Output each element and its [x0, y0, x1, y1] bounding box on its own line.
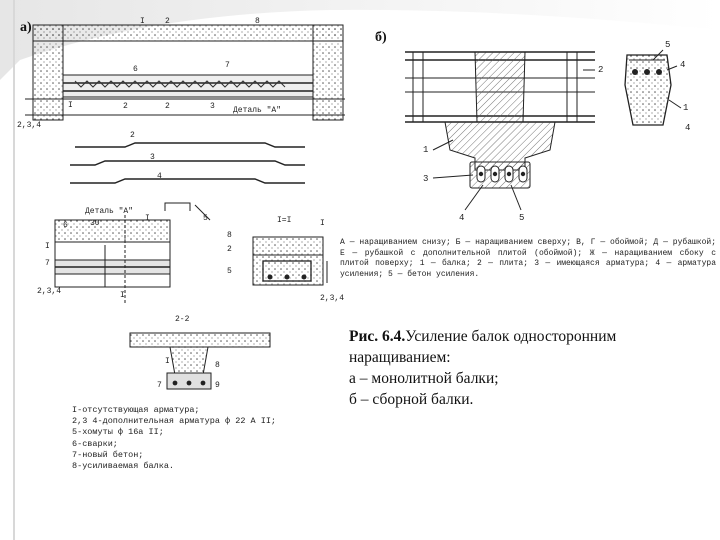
detail-a [54, 215, 171, 305]
beam-cross-section [624, 54, 672, 126]
section-label-i: I [320, 219, 325, 228]
rebar-label-2: 2 [130, 131, 135, 140]
elev-detail-ref: Деталь "А" [233, 106, 281, 115]
callout-1-right: 1 [683, 103, 688, 113]
elev-label-6: 6 [133, 65, 138, 74]
section2-label-i: I [165, 357, 170, 366]
callout-3: 3 [423, 174, 428, 184]
caption-line-1: Рис. 6.4.Усиление балок односторонним [349, 326, 709, 347]
caption-line-4: б – сборной балки. [349, 391, 474, 408]
section-2-2 [129, 332, 271, 390]
elev-label-7: 7 [225, 61, 230, 70]
callout-leaders [432, 49, 682, 211]
figure-caption: Рис. 6.4.Усиление балок односторонним на… [349, 326, 709, 410]
panel-a-drawing: I 2 8 6 7 I 2 2 3 Деталь "А" 2,3,4 2 3 4… [17, 17, 345, 390]
rebar-bars [70, 142, 305, 184]
legend-item: 5-хомуты ф 16а II; [72, 427, 164, 438]
caption-figure-number: Рис. 6.4. [349, 328, 406, 345]
section-2-2-title: 2-2 [175, 315, 190, 324]
stirrup-sketch [164, 202, 191, 211]
precast-beam-section [444, 51, 556, 189]
callout-4-bottom: 4 [459, 213, 464, 223]
rebar-label-4: 4 [157, 172, 162, 181]
panel-a-label: а) [20, 20, 32, 35]
section2-label-9: 9 [215, 381, 220, 390]
legend-item: 2,3 4-дополнительная арматура ф 22 А II; [72, 416, 277, 427]
panel-b-legend: А — наращиванием снизу; Б — наращиванием… [340, 238, 716, 279]
panel-a-legend: I-отсутствующая арматура; 2,3 4-дополнит… [72, 405, 282, 472]
section2-label-8: 8 [215, 361, 220, 370]
elev-label-3: 3 [210, 102, 215, 111]
elev-label-1: I [140, 17, 145, 26]
detail-a-label-234: 2,3,4 [37, 287, 61, 296]
legend-item: I-отсутствующая арматура; [72, 405, 200, 415]
detail-a-label-i2: I [120, 291, 125, 300]
legend-item: 7-новый бетон; [72, 449, 144, 460]
section-i-i [252, 236, 328, 286]
section-label-8: 8 [227, 231, 232, 240]
section-label-5: 5 [227, 267, 232, 276]
caption-line-2: наращиванием: [349, 349, 451, 366]
callout-4-top: 4 [680, 60, 685, 70]
elev-label-2: 2 [165, 17, 170, 26]
panel-b-drawing: 2 5 4 1 1 3 4 5 4 [405, 40, 690, 223]
rebar-label-3: 3 [150, 153, 155, 162]
panel-b-label: б) [375, 30, 387, 45]
section-label-234: 2,3,4 [320, 294, 344, 303]
callout-1-left: 1 [423, 145, 428, 155]
section-label-2: 2 [227, 245, 232, 254]
section2-label-7: 7 [157, 381, 162, 390]
detail-a-title: Деталь "А" [85, 207, 133, 216]
legend-item: 8-усиливаемая балка. [72, 461, 175, 472]
elev-label-2b: 2 [123, 102, 128, 111]
elev-label-8: 8 [255, 17, 260, 26]
detail-a-label-7: 7 [45, 259, 50, 268]
legend-item: 6-сварки; [72, 438, 118, 449]
detail-a-label-6: 6 [63, 221, 68, 230]
detail-a-label-i: I [145, 214, 150, 223]
detail-a-label-30: 30 [90, 219, 100, 228]
stirrup-leader [194, 204, 211, 221]
elev-label-i: I [68, 101, 73, 110]
detail-a-label-5: 5 [203, 214, 208, 223]
section-i-i-title: I=I [277, 216, 291, 225]
caption-title: Усиление балок односторонним [405, 328, 617, 345]
callout-5-top: 5 [665, 40, 670, 50]
detail-a-label-ia: I [45, 242, 50, 251]
beam-elevation [25, 24, 345, 121]
caption-line-3: а – монолитной балки; [349, 370, 499, 387]
elev-label-234: 2,3,4 [17, 121, 41, 130]
callout-2: 2 [598, 65, 603, 75]
elev-label-2c: 2 [165, 102, 170, 111]
callout-5-bottom: 5 [519, 213, 524, 223]
callout-4-right: 4 [685, 123, 690, 133]
